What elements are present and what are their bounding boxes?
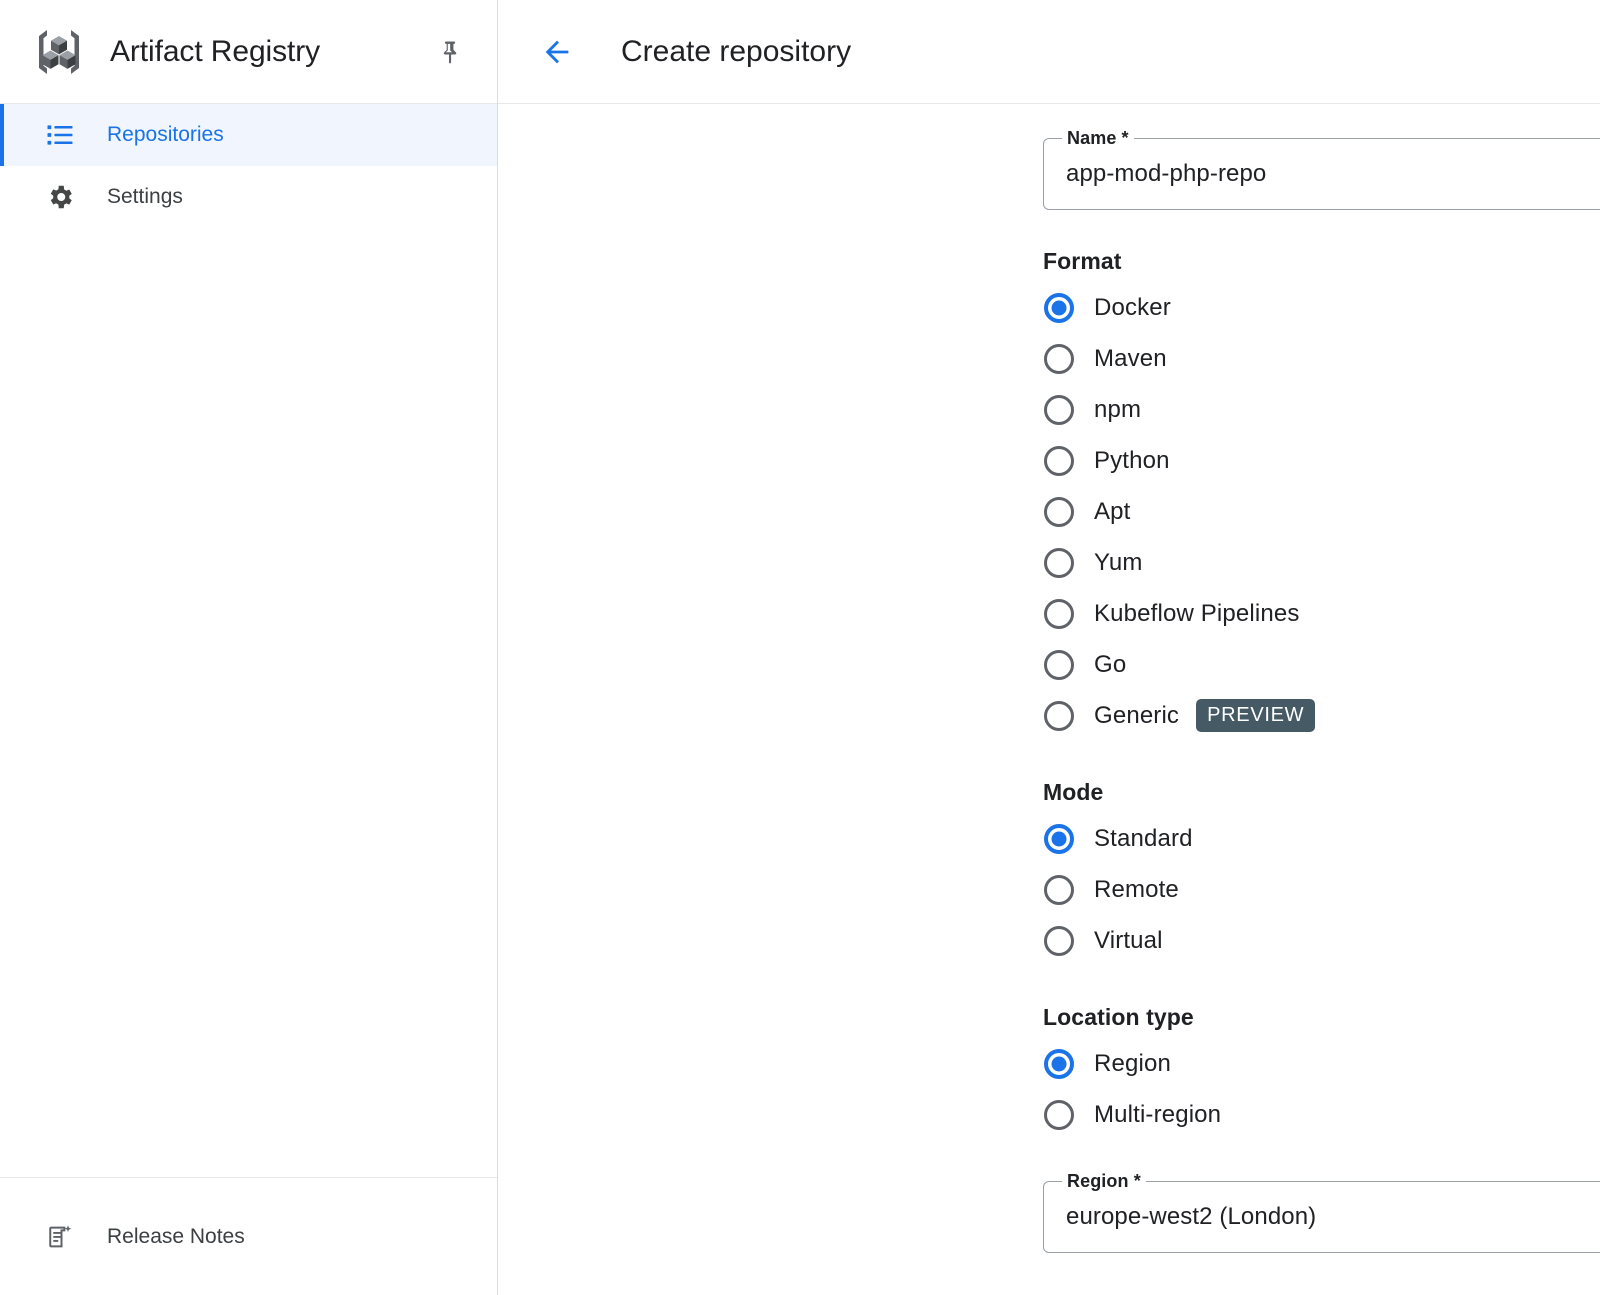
format-option-yum[interactable]: Yum xyxy=(1043,537,1600,588)
radio-icon[interactable] xyxy=(1044,925,1074,956)
region-field-label: Region * xyxy=(1062,1171,1146,1192)
radio-icon[interactable] xyxy=(1044,1048,1074,1079)
radio-icon[interactable] xyxy=(1044,547,1074,578)
arrow-left-icon[interactable] xyxy=(531,26,583,78)
region-select[interactable]: Region * europe-west2 (London) xyxy=(1043,1171,1600,1253)
radio-label: Maven xyxy=(1094,344,1167,372)
mode-group-title: Mode xyxy=(1043,779,1104,805)
radio-icon[interactable] xyxy=(1044,445,1074,476)
radio-icon[interactable] xyxy=(1044,649,1074,680)
mode-option-virtual[interactable]: Virtual xyxy=(1043,915,1600,966)
format-option-maven[interactable]: Maven xyxy=(1043,333,1600,384)
sidebar-spacer xyxy=(0,228,497,1177)
radio-icon[interactable] xyxy=(1044,496,1074,527)
name-field-label: Name * xyxy=(1062,128,1134,149)
radio-label: Go xyxy=(1094,650,1127,678)
format-option-go[interactable]: Go xyxy=(1043,639,1600,690)
format-group-title: Format xyxy=(1043,248,1122,274)
location-type-group: Location type Region Multi-region xyxy=(1043,1004,1600,1140)
sidebar-item-repositories[interactable]: Repositories xyxy=(0,104,497,166)
list-icon xyxy=(44,119,76,151)
release-notes-button[interactable]: Release Notes xyxy=(0,1177,497,1295)
format-option-apt[interactable]: Apt xyxy=(1043,486,1600,537)
region-selected-value: europe-west2 (London) xyxy=(1066,1203,1317,1230)
radio-icon[interactable] xyxy=(1044,292,1074,323)
radio-label: Docker xyxy=(1094,293,1171,321)
format-option-python[interactable]: Python xyxy=(1043,435,1600,486)
format-option-generic[interactable]: Generic PREVIEW xyxy=(1043,690,1600,741)
create-repository-form: Name * app-mod-php-repo Format Docker Ma… xyxy=(498,104,1600,1253)
page-header: Create repository xyxy=(498,0,1600,104)
pin-icon[interactable] xyxy=(427,30,471,74)
app-title: Artifact Registry xyxy=(110,34,321,68)
location-type-group-title: Location type xyxy=(1043,1004,1194,1030)
radio-label: Region xyxy=(1094,1049,1171,1077)
radio-icon[interactable] xyxy=(1044,1099,1074,1130)
mode-group: Mode Standard Remote Virtual xyxy=(1043,779,1600,966)
radio-label: Apt xyxy=(1094,497,1131,525)
format-option-npm[interactable]: npm xyxy=(1043,384,1600,435)
radio-icon[interactable] xyxy=(1044,700,1074,731)
sidebar-nav: Repositories Settings xyxy=(0,104,497,228)
radio-icon[interactable] xyxy=(1044,874,1074,905)
format-group: Format Docker Maven npm Python xyxy=(1043,248,1600,741)
sidebar-item-settings[interactable]: Settings xyxy=(0,166,497,228)
region-field-block: Region * europe-west2 (London) xyxy=(1043,1171,1600,1253)
radio-label: Multi-region xyxy=(1094,1100,1222,1128)
mode-option-standard[interactable]: Standard xyxy=(1043,813,1600,864)
location-type-option-multi-region[interactable]: Multi-region xyxy=(1043,1089,1600,1140)
radio-label: Kubeflow Pipelines xyxy=(1094,599,1300,627)
radio-label: npm xyxy=(1094,395,1142,423)
location-type-option-region[interactable]: Region xyxy=(1043,1038,1600,1089)
radio-label: Python xyxy=(1094,446,1170,474)
sidebar-item-label: Settings xyxy=(107,185,183,208)
main-content: Create repository Name * app-mod-php-rep… xyxy=(498,0,1600,1295)
radio-icon[interactable] xyxy=(1044,823,1074,854)
radio-label: Remote xyxy=(1094,875,1179,903)
name-input[interactable]: app-mod-php-repo xyxy=(1066,160,1267,187)
radio-label: Yum xyxy=(1094,548,1143,576)
sidebar-item-label: Repositories xyxy=(107,123,224,146)
gear-icon xyxy=(44,181,76,213)
mode-option-remote[interactable]: Remote xyxy=(1043,864,1600,915)
radio-icon[interactable] xyxy=(1044,343,1074,374)
format-option-docker[interactable]: Docker xyxy=(1043,282,1600,333)
radio-label: Virtual xyxy=(1094,926,1163,954)
radio-icon[interactable] xyxy=(1044,598,1074,629)
radio-label: Standard xyxy=(1094,824,1193,852)
release-notes-label: Release Notes xyxy=(107,1224,245,1248)
page-title: Create repository xyxy=(621,34,852,68)
preview-badge: PREVIEW xyxy=(1196,699,1316,732)
sidebar-header: Artifact Registry xyxy=(0,0,497,104)
artifact-registry-cubes-icon xyxy=(30,23,88,81)
radio-label: Generic xyxy=(1094,701,1180,729)
release-notes-icon xyxy=(44,1221,76,1253)
format-option-kubeflow-pipelines[interactable]: Kubeflow Pipelines xyxy=(1043,588,1600,639)
name-field[interactable]: Name * app-mod-php-repo xyxy=(1043,128,1600,210)
sidebar: Artifact Registry xyxy=(0,0,498,1295)
radio-icon[interactable] xyxy=(1044,394,1074,425)
